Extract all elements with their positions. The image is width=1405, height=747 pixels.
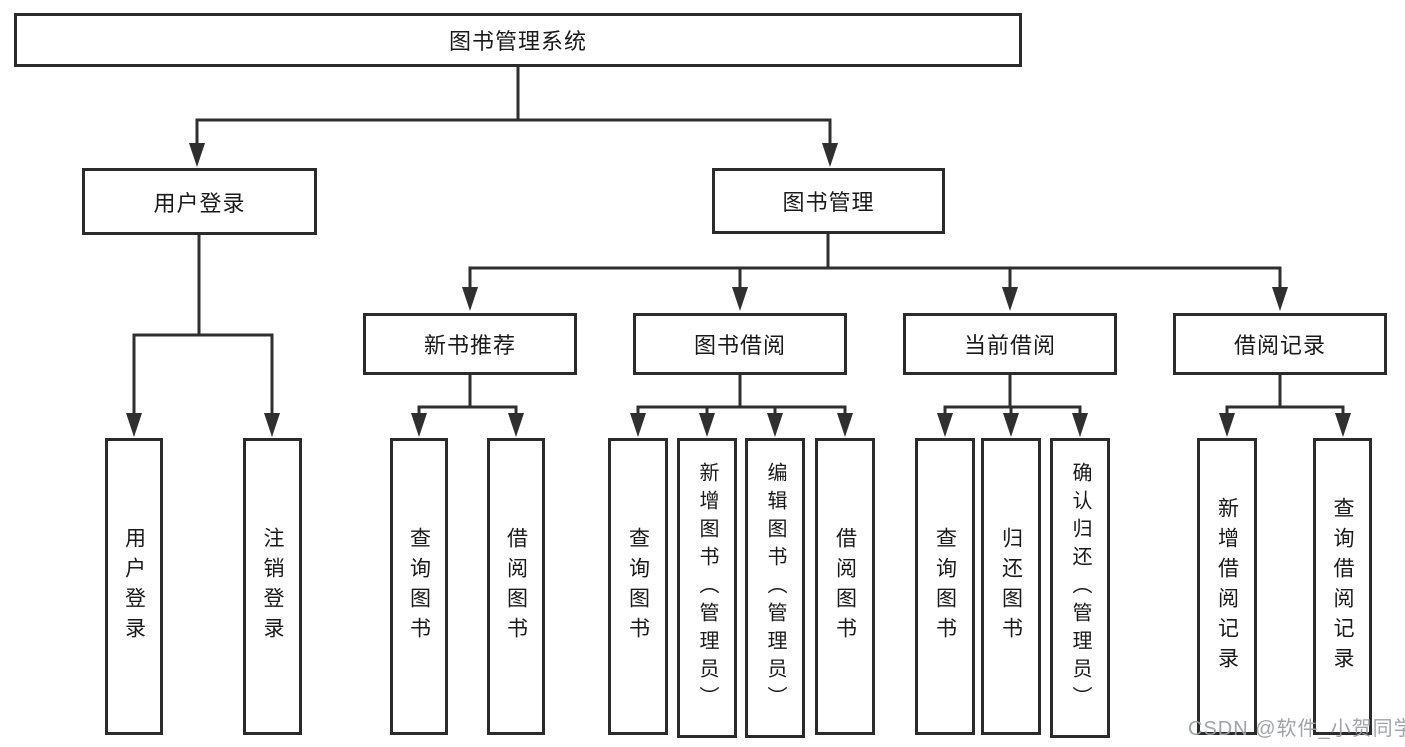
node-label: 新书推荐 [423,333,516,358]
leaf-add-borrow-record: 新增借阅记录 [1197,438,1257,735]
csdn-watermark: CSDN @软件_小贺同学 [1188,718,1405,740]
node-label: 编辑图书（管理员） [764,462,786,714]
node-book-management: 图书管理 [712,168,945,234]
node-borrowing-records: 借阅记录 [1173,313,1387,375]
leaf-logout: 注销登录 [243,438,302,735]
node-label: 用户登录 [153,190,246,216]
node-label: 注销登录 [261,526,284,647]
node-user-login: 用户登录 [82,168,317,235]
leaf-edit-books-admin: 编辑图书（管理员） [745,438,805,738]
node-label: 借阅图书 [833,526,857,647]
leaf-query-books-1: 查询图书 [390,438,448,735]
leaf-confirm-return-admin: 确认归还（管理员） [1050,438,1110,738]
node-label: 图书借阅 [693,333,786,358]
node-label: 用户登录 [122,526,146,647]
leaf-query-books-2: 查询图书 [608,438,668,735]
leaf-borrow-books-2: 借阅图书 [815,438,875,735]
node-label: 当前借阅 [963,333,1056,358]
node-label: 查询借阅记录 [1331,496,1354,677]
node-label: 查询图书 [933,526,957,647]
node-label: 查询图书 [626,526,650,647]
node-book-borrowing: 图书借阅 [633,313,847,375]
node-book-management-system: 图书管理系统 [14,13,1022,67]
node-label: 借阅图书 [504,526,528,647]
node-label: 借阅记录 [1233,333,1326,358]
leaf-user-login: 用户登录 [105,438,163,735]
node-label: 图书管理 [782,190,875,215]
node-label: 查询图书 [407,526,431,647]
node-label: 新增借阅记录 [1215,496,1239,677]
leaf-query-books-3: 查询图书 [915,438,975,735]
leaf-borrow-books-1: 借阅图书 [487,438,545,735]
leaf-return-books: 归还图书 [981,438,1041,735]
node-label: 新增图书（管理员） [696,462,718,714]
node-label: 确认归还（管理员） [1069,462,1091,714]
node-label: 图书管理系统 [448,29,587,54]
leaf-add-books-admin: 新增图书（管理员） [677,438,737,738]
node-current-borrowing: 当前借阅 [903,313,1117,375]
node-new-book-recommendation: 新书推荐 [363,313,577,375]
leaf-query-borrow-record: 查询借阅记录 [1313,438,1372,735]
node-label: 归还图书 [999,526,1023,647]
